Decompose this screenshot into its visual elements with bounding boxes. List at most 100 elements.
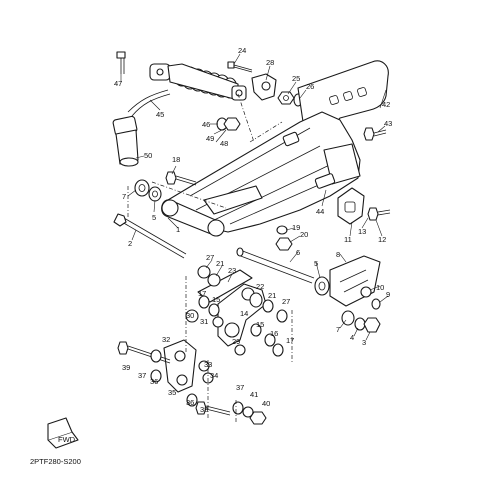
callout-30: 30 xyxy=(186,311,194,320)
callout-43: 43 xyxy=(384,119,392,128)
callout-7-right: 7 xyxy=(336,325,340,334)
callout-34: 34 xyxy=(210,371,218,380)
callout-5: 5 xyxy=(152,213,156,222)
washer-41 xyxy=(242,406,254,418)
callout-12: 12 xyxy=(378,235,386,244)
callout-38: 38 xyxy=(200,405,208,414)
chain-slider xyxy=(337,187,365,225)
leader-lines xyxy=(120,53,389,341)
callout-23: 23 xyxy=(228,266,236,275)
bolt-43 xyxy=(363,127,387,141)
bushing-36b xyxy=(186,393,198,407)
callout-19: 19 xyxy=(292,223,300,232)
callout-50: 50 xyxy=(144,151,152,160)
nut-3 xyxy=(363,317,381,333)
callout-22: 22 xyxy=(256,282,264,291)
callout-7: 7 xyxy=(122,192,126,201)
callout-11: 11 xyxy=(344,235,352,244)
callout-26: 26 xyxy=(306,82,314,91)
callout-29: 29 xyxy=(232,337,240,346)
nut-40 xyxy=(249,411,267,425)
callout-28: 28 xyxy=(266,58,274,67)
callout-16: 16 xyxy=(270,329,278,338)
callout-37-lower: 37 xyxy=(236,383,244,392)
bushing-36a xyxy=(150,369,162,383)
callout-27: 27 xyxy=(206,253,214,262)
callout-44: 44 xyxy=(316,207,324,216)
shock-upper-bolt xyxy=(116,51,126,74)
callout-labels: 24 47 28 25 26 45 46 49 48 42 43 50 18 7… xyxy=(114,46,392,414)
bolt-38 xyxy=(195,401,231,416)
callout-39: 39 xyxy=(122,363,130,372)
alignment-lines xyxy=(127,93,293,424)
callout-42: 42 xyxy=(382,100,390,109)
bushing-33 xyxy=(198,360,210,372)
bushing-15a xyxy=(208,303,220,317)
callout-33: 33 xyxy=(204,360,212,369)
callout-21-right: 21 xyxy=(268,291,276,300)
callout-10: 10 xyxy=(376,283,384,292)
bushing-22 xyxy=(249,292,263,308)
callout-5-right: 5 xyxy=(314,259,318,268)
callout-15-right: 15 xyxy=(256,320,264,329)
collar-5 xyxy=(148,186,162,202)
svg-text:FWD: FWD xyxy=(58,435,76,444)
shock-bracket xyxy=(251,73,277,101)
bolt-39 xyxy=(117,341,171,364)
callout-21: 21 xyxy=(216,259,224,268)
callout-15: 15 xyxy=(212,295,220,304)
callout-9: 9 xyxy=(386,290,390,299)
collar-5-right xyxy=(314,276,330,296)
collar-17b xyxy=(272,343,284,357)
collar-16 xyxy=(264,333,276,347)
callout-18: 18 xyxy=(172,155,180,164)
callout-24: 24 xyxy=(238,46,246,55)
callout-25: 25 xyxy=(292,74,300,83)
callout-14: 14 xyxy=(240,309,248,318)
bushing-27a xyxy=(197,265,211,279)
bushing-21b xyxy=(262,299,274,313)
bolt-18 xyxy=(165,171,197,186)
axle-6 xyxy=(236,247,315,284)
callout-3: 3 xyxy=(362,338,366,347)
rear-shock-absorber xyxy=(149,63,247,101)
callout-49: 49 xyxy=(206,134,214,143)
callout-17: 17 xyxy=(198,289,206,298)
callout-31: 31 xyxy=(200,317,208,326)
callout-47: 47 xyxy=(114,79,122,88)
nut-25 xyxy=(277,91,295,105)
callout-32: 32 xyxy=(162,335,170,344)
nut-20 xyxy=(275,237,293,251)
shock-reservoir xyxy=(112,89,171,167)
callout-36: 36 xyxy=(150,377,158,386)
pivot-shaft xyxy=(113,213,187,259)
diagram-code: 2PTF280-S200 xyxy=(30,457,81,466)
bushing-29 xyxy=(234,344,246,356)
callout-8: 8 xyxy=(336,250,340,259)
bushing-27b xyxy=(276,309,288,323)
callout-20: 20 xyxy=(300,230,308,239)
callout-41: 41 xyxy=(250,390,258,399)
washer-19 xyxy=(276,225,288,235)
swingarm xyxy=(161,111,361,237)
callout-1: 1 xyxy=(176,225,180,234)
callout-6: 6 xyxy=(296,248,300,257)
callout-37: 37 xyxy=(138,371,146,380)
bushing-31 xyxy=(212,316,224,328)
callout-48: 48 xyxy=(220,139,228,148)
front-direction-icon: FWD xyxy=(47,417,79,449)
bushing-7 xyxy=(134,179,150,197)
bushing-15b xyxy=(250,323,262,337)
callout-40: 40 xyxy=(262,399,270,408)
bushing-37a xyxy=(150,349,162,363)
callout-35: 35 xyxy=(168,388,176,397)
callout-46: 46 xyxy=(202,120,210,129)
callout-45: 45 xyxy=(156,110,164,119)
callout-13: 13 xyxy=(358,227,366,236)
bushing-21a xyxy=(207,273,221,287)
callout-17-right: 17 xyxy=(286,336,294,345)
callout-4: 4 xyxy=(350,333,354,342)
nut-49 xyxy=(223,117,241,131)
callout-27-right: 27 xyxy=(282,297,290,306)
